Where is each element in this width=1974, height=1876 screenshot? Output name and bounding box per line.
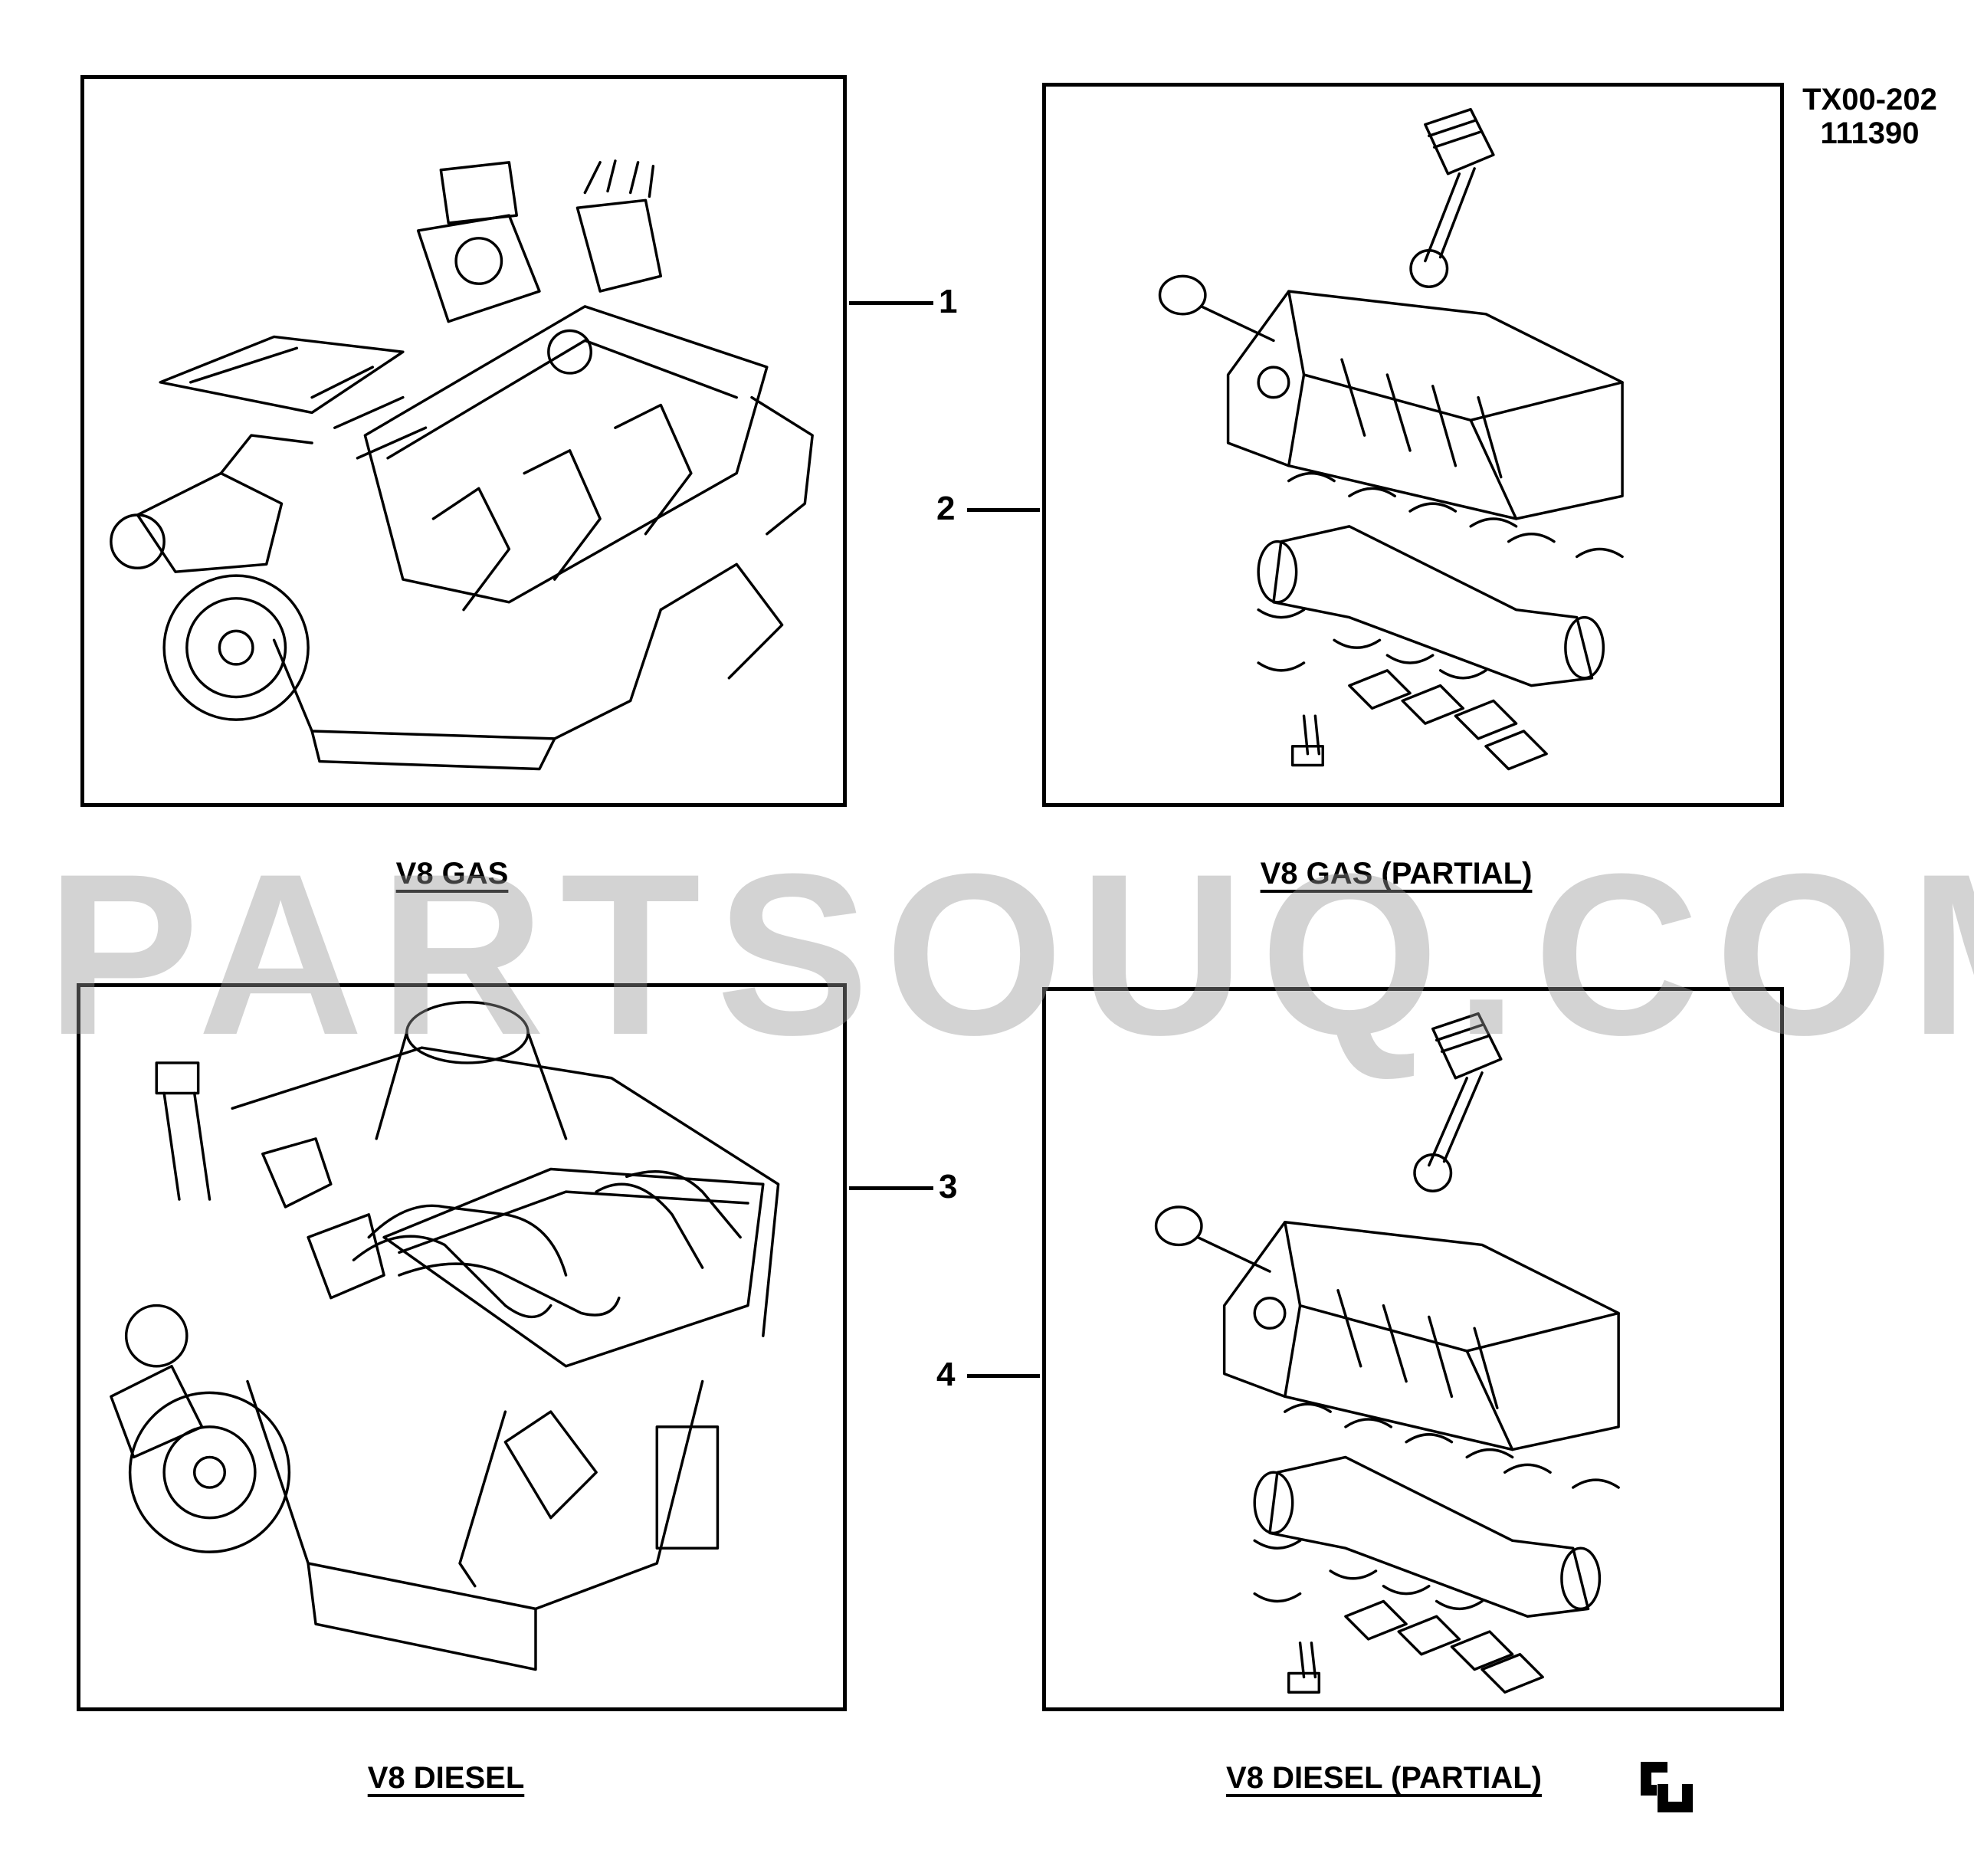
panel-v8-diesel-partial — [1042, 987, 1784, 1711]
engine-diesel-illustration — [110, 1001, 780, 1671]
callout-leader-3 — [849, 1186, 933, 1190]
reference-block: TX00-202 111390 — [1778, 83, 1962, 150]
callout-leader-2 — [967, 508, 1040, 512]
callout-leader-1 — [849, 301, 933, 305]
engine-gas-illustration — [110, 159, 814, 771]
partial-block-diesel-illustration — [1154, 1012, 1620, 1694]
caption-v8-gas: V8 GAS — [395, 857, 509, 890]
callout-1: 1 — [939, 283, 958, 320]
reference-code: TX00-202 — [1802, 83, 1937, 116]
reference-date: 111390 — [1820, 116, 1920, 150]
panel-v8-diesel — [77, 983, 847, 1711]
gm-logo-icon — [1641, 1762, 1693, 1812]
callout-2: 2 — [936, 490, 956, 527]
panel-v8-gas-partial — [1042, 83, 1784, 807]
callout-leader-4 — [967, 1374, 1040, 1378]
caption-v8-diesel: V8 DIESEL — [367, 1761, 525, 1795]
caption-v8-diesel-partial: V8 DIESEL (PARTIAL) — [1226, 1761, 1542, 1795]
callout-4: 4 — [936, 1356, 956, 1393]
caption-v8-gas-partial: V8 GAS (PARTIAL) — [1260, 857, 1533, 890]
panel-v8-gas — [80, 75, 847, 807]
partial-block-gas-illustration — [1158, 107, 1624, 771]
callout-3: 3 — [939, 1168, 958, 1205]
